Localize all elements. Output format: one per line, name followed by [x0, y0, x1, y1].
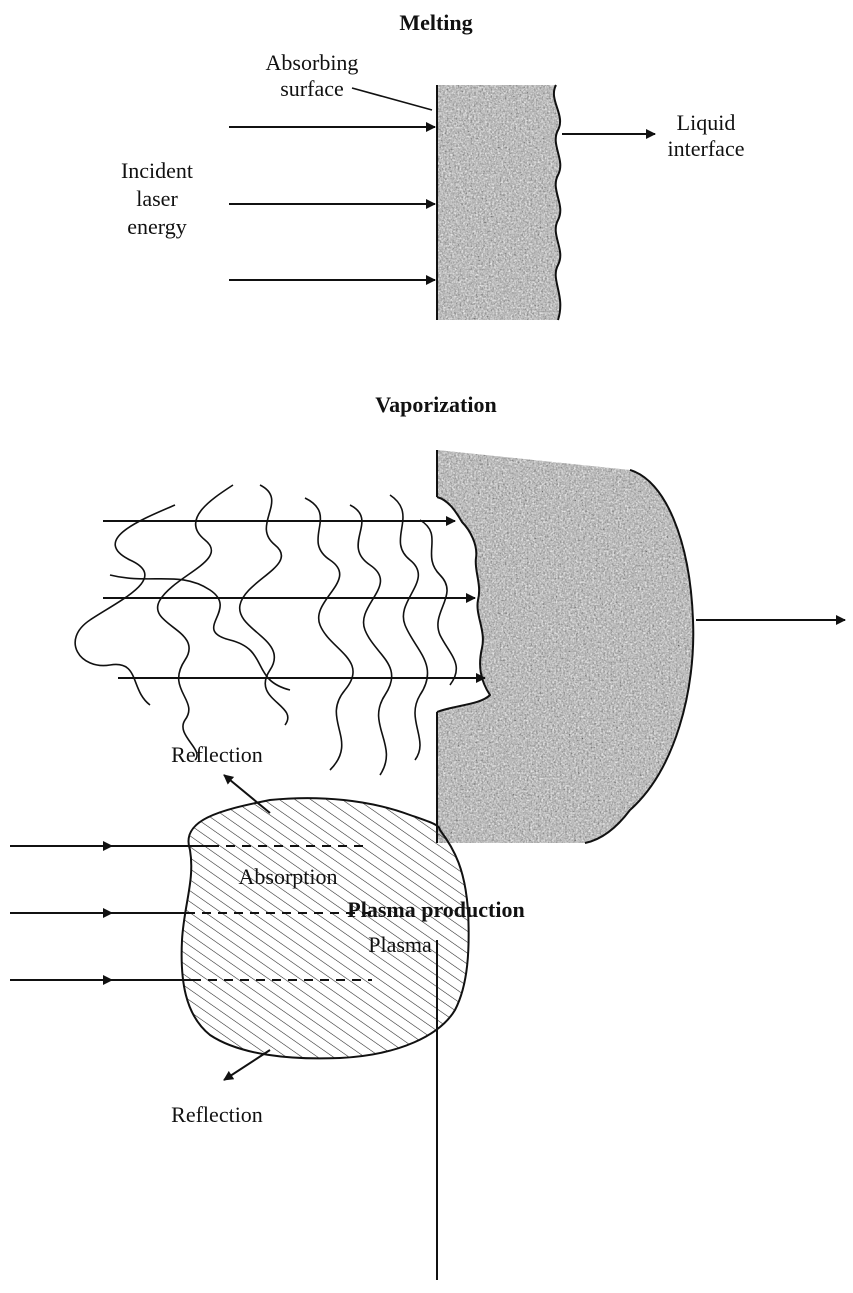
- melting-title: Melting: [399, 10, 472, 35]
- plasma-cloud-fill: [175, 795, 475, 1065]
- liquid-label-2: interface: [668, 136, 745, 161]
- reflection-arrow-bottom: [224, 1050, 270, 1080]
- vaporization-panel: Vaporization: [75, 392, 845, 845]
- incident-label-2: laser: [136, 186, 178, 211]
- reflection-label-top: Reflection: [171, 742, 263, 767]
- incident-label-3: energy: [127, 214, 186, 239]
- absorption-label: Absorption: [239, 864, 338, 889]
- liquid-label-1: Liquid: [677, 110, 736, 135]
- incident-label-1: Incident: [121, 158, 193, 183]
- melting-panel: Melting Absorbing surface Incident laser…: [121, 10, 745, 325]
- vaporization-solid-block: [437, 445, 702, 845]
- absorbing-label-2: surface: [280, 76, 344, 101]
- absorbing-leader-line: [352, 88, 432, 110]
- vaporization-title: Vaporization: [375, 392, 496, 417]
- reflection-label-bottom: Reflection: [171, 1102, 263, 1127]
- melting-solid-block: [437, 85, 567, 325]
- absorbing-label-1: Absorbing: [266, 50, 359, 75]
- vapor-plume: [75, 485, 456, 775]
- plasma-label: Plasma: [368, 932, 432, 957]
